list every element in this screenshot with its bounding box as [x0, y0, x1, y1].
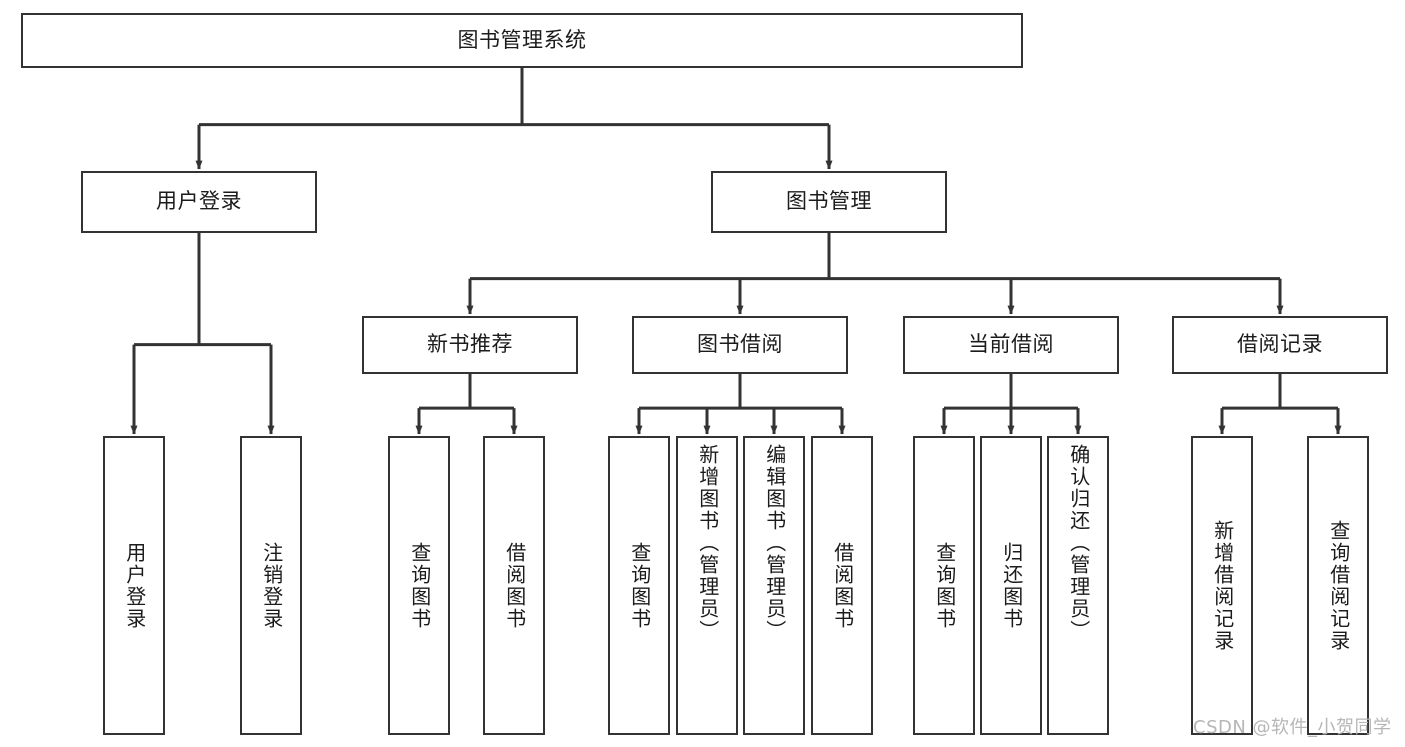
node-label-leaf-query-book-borrow: 查询图书 [627, 541, 652, 630]
node-leaf-logout-login[interactable]: 注销登录 [240, 436, 302, 735]
node-label-book-borrow: 图书借阅 [697, 332, 783, 357]
node-label-user-login: 用户登录 [156, 189, 242, 214]
node-label-leaf-user-login: 用户登录 [122, 541, 147, 630]
node-label-root: 图书管理系统 [457, 27, 587, 52]
node-label-leaf-add-book: 新增图书（管理员） [695, 444, 720, 642]
node-current-borrow[interactable]: 当前借阅 [903, 316, 1119, 374]
node-label-leaf-query-book-current: 查询图书 [932, 541, 957, 630]
node-leaf-borrow-book-recommend[interactable]: 借阅图书 [483, 436, 545, 735]
node-label-new-book-recommend: 新书推荐 [427, 332, 513, 357]
node-user-login[interactable]: 用户登录 [81, 171, 317, 233]
node-new-book-recommend[interactable]: 新书推荐 [362, 316, 578, 374]
node-label-leaf-confirm-return: 确认归还（管理员） [1066, 444, 1091, 642]
node-leaf-return-book[interactable]: 归还图书 [980, 436, 1042, 735]
node-leaf-user-login[interactable]: 用户登录 [103, 436, 165, 735]
node-label-leaf-query-borrow-record: 查询借阅记录 [1326, 519, 1351, 652]
node-label-leaf-borrow-book: 借阅图书 [830, 541, 855, 630]
node-root[interactable]: 图书管理系统 [21, 13, 1023, 68]
node-leaf-query-book-current[interactable]: 查询图书 [913, 436, 975, 735]
node-label-leaf-borrow-book-recommend: 借阅图书 [502, 541, 527, 630]
node-label-leaf-edit-book: 编辑图书（管理员） [762, 444, 787, 642]
node-borrow-record[interactable]: 借阅记录 [1172, 316, 1388, 374]
node-leaf-query-book-recommend[interactable]: 查询图书 [388, 436, 450, 735]
node-label-leaf-add-borrow-record: 新增借阅记录 [1210, 519, 1235, 652]
node-label-leaf-return-book: 归还图书 [999, 541, 1024, 630]
csdn-watermark: CSDN @软件_小贺同学 [1193, 717, 1392, 738]
node-label-current-borrow: 当前借阅 [968, 332, 1054, 357]
node-label-leaf-logout-login: 注销登录 [259, 541, 284, 630]
node-leaf-confirm-return[interactable]: 确认归还（管理员） [1047, 436, 1109, 735]
node-leaf-query-book-borrow[interactable]: 查询图书 [608, 436, 670, 735]
node-leaf-add-book[interactable]: 新增图书（管理员） [676, 436, 738, 735]
node-label-book-management: 图书管理 [786, 189, 872, 214]
node-label-borrow-record: 借阅记录 [1237, 332, 1323, 357]
edges-group [130, 68, 1342, 435]
node-leaf-edit-book[interactable]: 编辑图书（管理员） [743, 436, 805, 735]
node-label-leaf-query-book-recommend: 查询图书 [407, 541, 432, 630]
node-book-management[interactable]: 图书管理 [711, 171, 947, 233]
node-leaf-query-borrow-record[interactable]: 查询借阅记录 [1307, 436, 1369, 735]
node-leaf-borrow-book[interactable]: 借阅图书 [811, 436, 873, 735]
node-book-borrow[interactable]: 图书借阅 [632, 316, 848, 374]
node-leaf-add-borrow-record[interactable]: 新增借阅记录 [1191, 436, 1253, 735]
